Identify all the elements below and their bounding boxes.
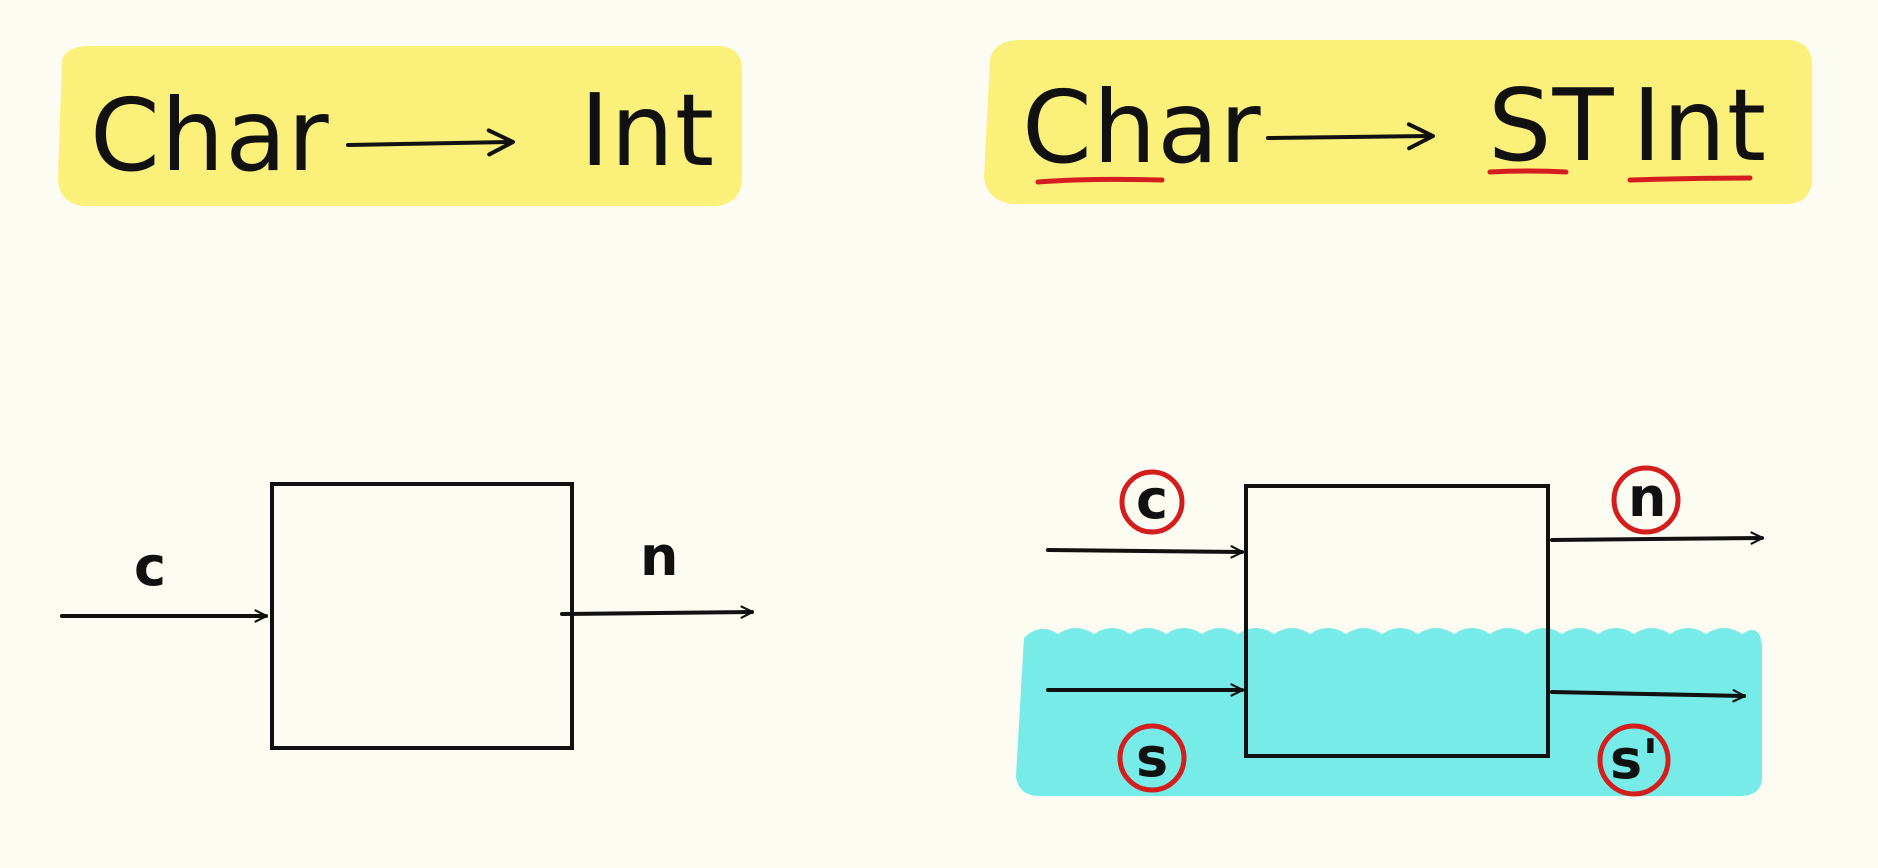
underline-char (1035, 176, 1165, 185)
left-output-arrow (560, 605, 754, 619)
left-function-diagram: c n (60, 482, 754, 750)
right-input-arrow (1046, 545, 1244, 559)
right-output-arrow (1550, 531, 1764, 545)
arrow-icon (1266, 122, 1435, 151)
underline-st (1487, 168, 1569, 175)
left-title-highlight (58, 46, 742, 206)
left-output-label: n (640, 525, 678, 588)
state-out-label-circle (1597, 723, 1671, 797)
left-input-type: Char (90, 77, 330, 194)
right-input-label: c (1136, 468, 1168, 531)
right-input-label-circle (1119, 469, 1185, 535)
right-input-type: Char (1022, 69, 1262, 186)
right-output-label: n (1628, 466, 1666, 529)
left-output-type: Int (580, 72, 715, 189)
right-function-diagram: c n s s' (1016, 465, 1764, 797)
right-type-signature: Char ST Int (984, 40, 1812, 204)
right-output-type: Int (1632, 67, 1767, 184)
right-monad-type: ST (1488, 67, 1615, 184)
state-output-arrow (1550, 689, 1746, 703)
state-in-label: s (1136, 726, 1168, 789)
state-in-label-circle (1117, 723, 1187, 793)
state-highlight-band (1016, 628, 1762, 796)
state-out-label: s' (1610, 728, 1659, 791)
underline-int (1627, 175, 1753, 183)
left-function-box (270, 482, 574, 750)
right-output-label-circle (1611, 465, 1681, 535)
right-function-box (1244, 484, 1550, 758)
left-type-signature: Char Int (58, 46, 742, 206)
right-title-highlight (984, 40, 1812, 204)
left-input-label: c (134, 535, 166, 598)
arrow-icon (346, 128, 515, 157)
